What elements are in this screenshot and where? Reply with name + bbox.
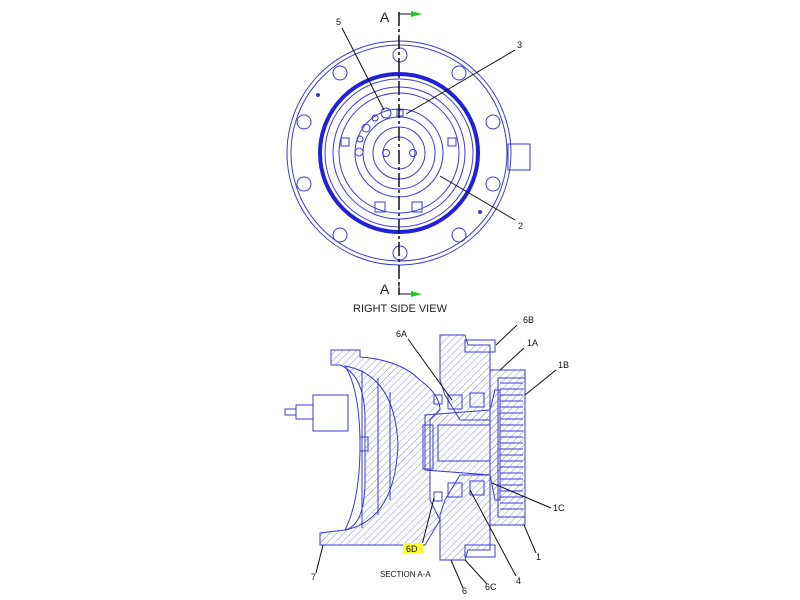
section-marker-bottom (398, 282, 412, 295)
seal-6a (433, 394, 443, 405)
right-side-view: A A 5 3 2 RIGHT SIDE VIEW (286, 9, 531, 315)
housing-7 (319, 349, 441, 546)
plug-5 (380, 107, 392, 119)
callout-6d-highlight (403, 543, 423, 554)
section-label-top: A (380, 9, 390, 25)
callout-6b[interactable]: 6B (523, 315, 534, 325)
callout-1b[interactable]: 1B (558, 360, 569, 370)
callout-6c[interactable]: 6C (485, 582, 497, 592)
port (354, 147, 364, 157)
port (371, 114, 379, 122)
housing-bowl (343, 365, 399, 531)
leader-5 (341, 27, 385, 111)
fitting-tip (284, 408, 297, 416)
arrow-icon (411, 291, 422, 297)
callout-1[interactable]: 1 (536, 552, 541, 562)
bearing-6a (447, 394, 463, 410)
callout-6a[interactable]: 6A (396, 329, 407, 339)
seal (422, 424, 434, 470)
ring-gear-1b (497, 377, 526, 518)
callout-6d[interactable]: 6D (406, 544, 418, 554)
bearing (447, 482, 463, 498)
bearing (469, 392, 485, 408)
bearing-4 (469, 480, 485, 496)
plug-3 (396, 109, 404, 117)
callout-5[interactable]: 5 (336, 17, 341, 27)
bolt-holes (296, 47, 501, 261)
shaft-stub (312, 394, 349, 432)
section-caption: SECTION A-A (380, 570, 431, 579)
side-tab (507, 143, 531, 171)
dot (478, 210, 482, 214)
leader-3 (405, 49, 516, 115)
port (361, 123, 371, 133)
ring-gear-housing (489, 369, 526, 526)
slot (374, 201, 386, 213)
pin (409, 149, 417, 157)
callout-7[interactable]: 7 (311, 572, 316, 582)
slot (411, 201, 423, 213)
callout-3[interactable]: 3 (517, 40, 522, 50)
slot (447, 137, 457, 147)
arrow-icon (411, 11, 422, 17)
section-label-bottom: A (380, 281, 390, 297)
seal-6d (433, 491, 443, 502)
leader-2 (439, 175, 516, 221)
dot (316, 93, 320, 97)
callout-4[interactable]: 4 (516, 576, 521, 586)
slot (340, 137, 350, 147)
fitting (295, 404, 314, 420)
callout-1a[interactable]: 1A (527, 338, 538, 348)
right-view-caption: RIGHT SIDE VIEW (353, 303, 448, 315)
callout-1c[interactable]: 1C (553, 503, 565, 513)
callout-6[interactable]: 6 (462, 586, 467, 596)
port (356, 135, 364, 143)
callout-2[interactable]: 2 (518, 221, 523, 231)
bolt-6b (464, 339, 496, 353)
boss (359, 436, 369, 452)
section-marker-top (398, 13, 412, 26)
section-view: 6B 1A 1B 6A 1C 1 4 6C 6 7 6D SECTION A-A (284, 315, 569, 596)
bolt-6c (464, 544, 496, 558)
leaders (315, 324, 557, 589)
pin (382, 149, 390, 157)
